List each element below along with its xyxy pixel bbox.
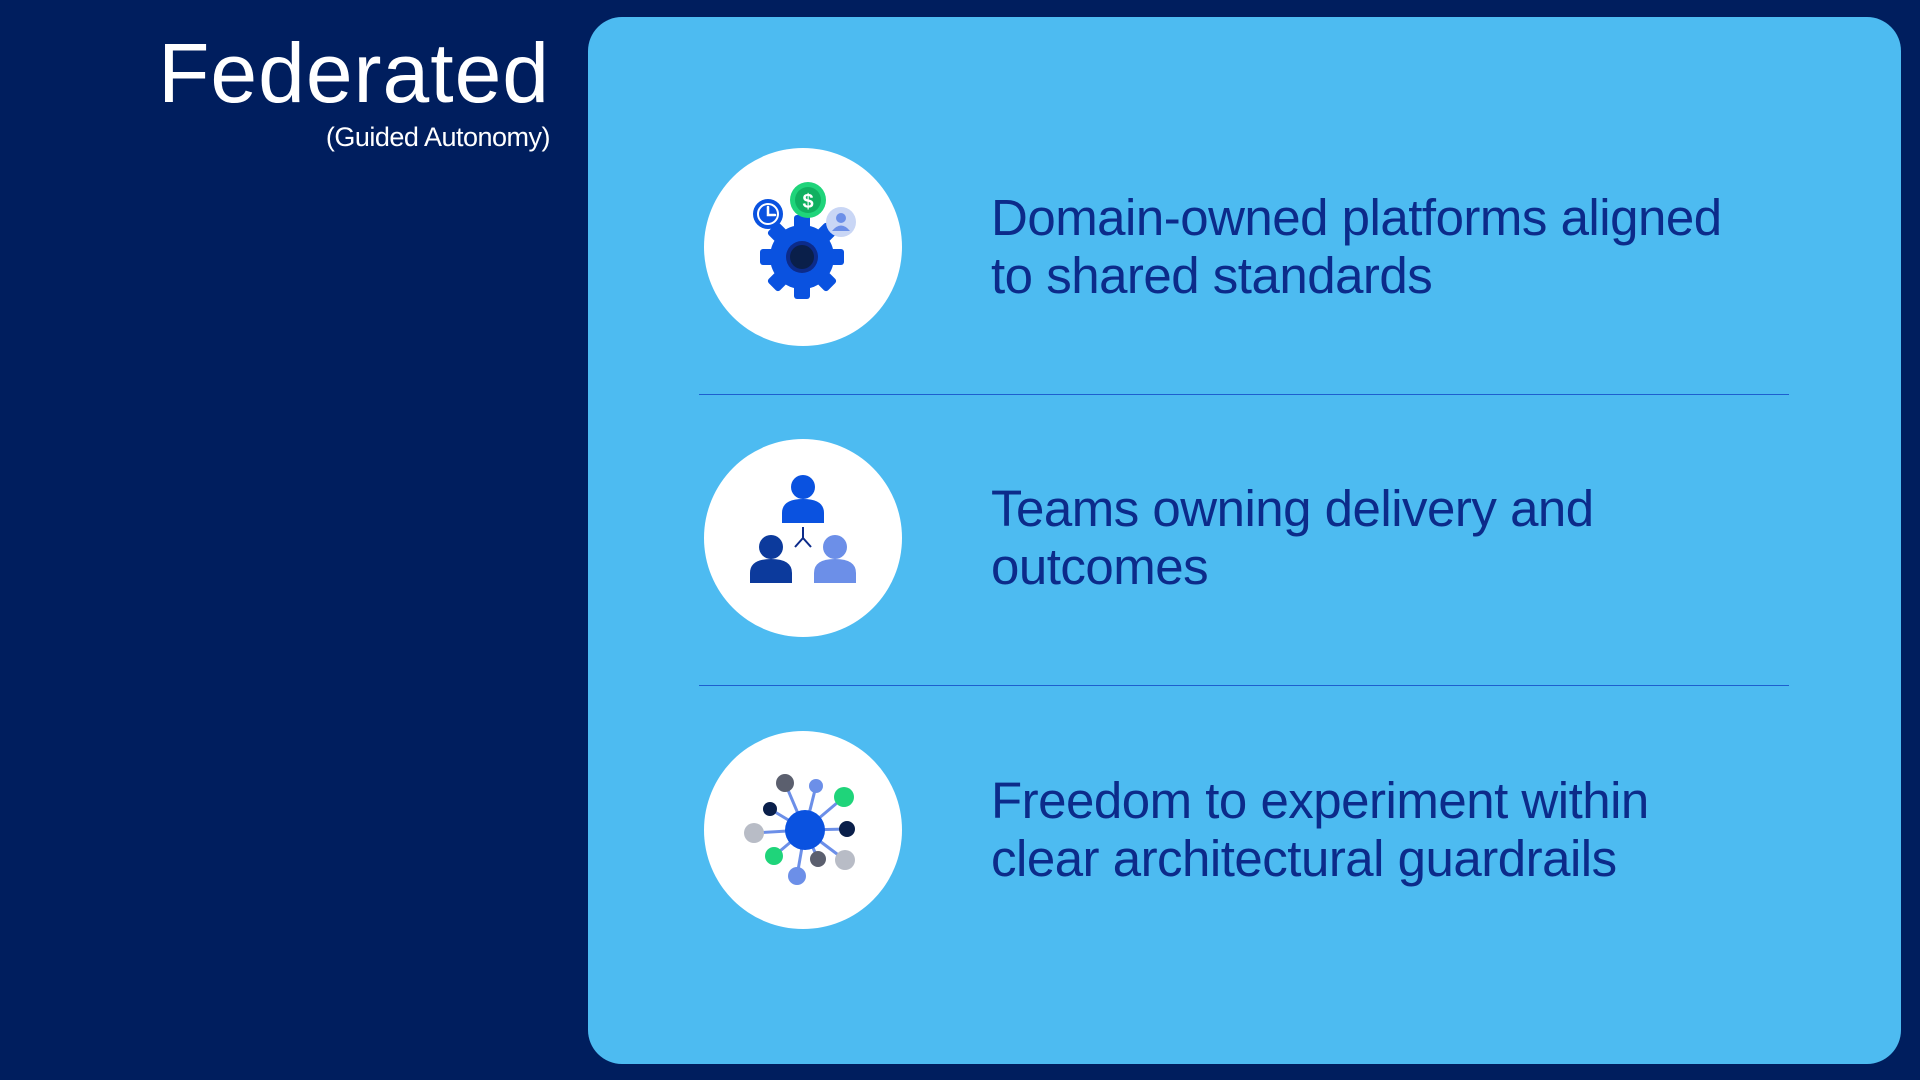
item-text: Teams owning delivery and outcomes — [991, 480, 1594, 595]
content-panel: $ Domain-owned platforms aligned to shar… — [588, 17, 1901, 1064]
list-item: $ Domain-owned platforms aligned to shar… — [588, 148, 1901, 348]
divider — [699, 685, 1789, 686]
icon-badge — [704, 439, 902, 637]
slide-subtitle: (Guided Autonomy) — [325, 122, 551, 152]
team-hierarchy-icon — [750, 475, 856, 583]
svg-text:$: $ — [802, 191, 813, 213]
slide-title: Federated — [158, 26, 550, 120]
item-text: Freedom to experiment within clear archi… — [991, 772, 1649, 887]
gear-platform-icon: $ — [753, 182, 856, 299]
icon-badge — [704, 731, 902, 929]
list-item: Freedom to experiment within clear archi… — [588, 731, 1901, 931]
network-hub-icon — [744, 774, 855, 885]
item-text: Domain-owned platforms aligned to shared… — [991, 189, 1722, 304]
title-block: Federated (Guided Autonomy) — [158, 28, 550, 154]
list-item: Teams owning delivery and outcomes — [588, 439, 1901, 639]
divider — [699, 394, 1789, 395]
icon-badge: $ — [704, 148, 902, 346]
